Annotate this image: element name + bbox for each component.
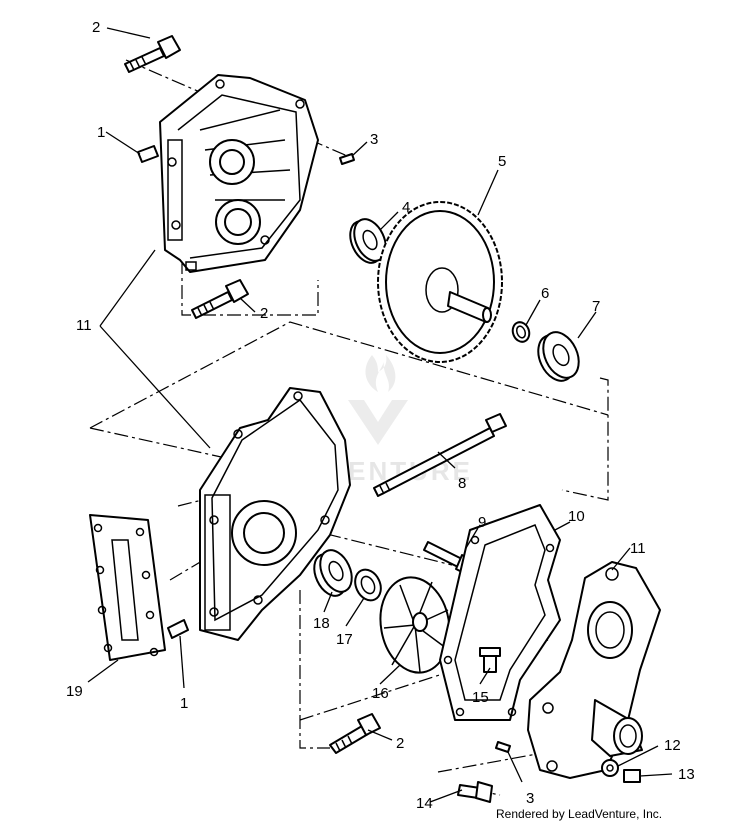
callout-19: 19 (66, 683, 83, 700)
callout-18: 18 (313, 615, 330, 632)
callout-1-top: 1 (97, 124, 105, 141)
callouts: 2 1 3 5 4 6 7 2 11 8 9 10 11 18 17 16 15… (66, 19, 695, 812)
callout-6: 6 (541, 285, 549, 302)
bearing-18 (313, 549, 353, 597)
washer-12 (601, 759, 619, 777)
callout-10: 10 (568, 508, 585, 525)
dowel-pin-top (137, 145, 159, 163)
upper-cover (159, 74, 319, 273)
bearing-4 (349, 218, 387, 264)
pin-3-bottom (495, 741, 511, 753)
callout-15: 15 (472, 689, 489, 706)
dowel-pin-bottom (167, 619, 189, 639)
callout-12: 12 (664, 737, 681, 754)
callout-1-bottom: 1 (180, 695, 188, 712)
callout-9: 9 (478, 514, 486, 531)
credit-text: Rendered by LeadVenture, Inc. (496, 807, 662, 821)
pump-cover (527, 561, 661, 779)
bolt-bottom (329, 713, 381, 754)
callout-3-top: 3 (370, 131, 378, 148)
bolt-middle (191, 279, 249, 319)
callout-17: 17 (336, 631, 353, 648)
o-ring-6 (511, 321, 531, 343)
callout-16: 16 (372, 685, 389, 702)
pin-3-top (339, 153, 355, 165)
bolt-13 (623, 769, 641, 783)
callout-7: 7 (592, 298, 600, 315)
callout-3-bottom: 3 (526, 790, 534, 807)
bolt-top (124, 35, 181, 73)
bolt-15 (479, 647, 501, 673)
leader-lines (87, 27, 673, 803)
callout-11-left: 11 (76, 317, 92, 334)
seal-17 (354, 568, 382, 602)
callout-11-right: 11 (630, 540, 646, 557)
callout-8: 8 (458, 475, 466, 492)
callout-5: 5 (498, 153, 506, 170)
callout-14: 14 (416, 795, 433, 812)
gasket-19 (89, 514, 166, 661)
middle-housing (199, 387, 351, 641)
bolt-14 (457, 781, 493, 803)
gasket-10 (439, 504, 561, 721)
callout-2-mid: 2 (260, 305, 268, 322)
callout-13: 13 (678, 766, 695, 783)
gear-5 (377, 201, 503, 363)
long-bolt-8 (373, 413, 507, 497)
callout-4: 4 (402, 199, 410, 216)
callout-2-bottom: 2 (396, 735, 404, 752)
bearing-7 (537, 331, 580, 382)
callout-2-top: 2 (92, 19, 100, 36)
